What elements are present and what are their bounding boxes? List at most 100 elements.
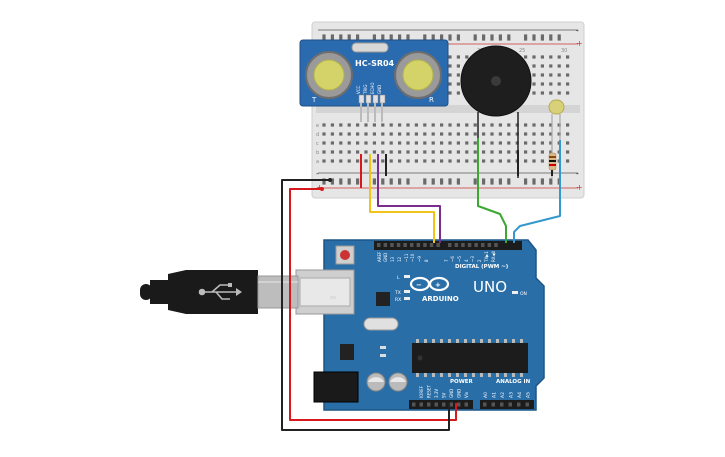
analog-header-pin[interactable] [500,402,504,407]
rail-hole[interactable] [339,34,343,38]
breadboard-hole[interactable] [524,132,528,136]
breadboard-hole[interactable] [482,141,486,145]
analog-header-pin[interactable] [517,402,521,407]
breadboard-hole[interactable] [356,132,360,136]
breadboard-hole[interactable] [398,123,402,127]
rail-hole[interactable] [482,34,486,38]
breadboard-hole[interactable] [423,159,427,163]
rail-hole[interactable] [356,34,360,38]
breadboard-hole[interactable] [440,141,444,145]
breadboard-hole[interactable] [414,141,418,145]
breadboard-hole[interactable] [566,82,570,86]
breadboard-hole[interactable] [364,132,368,136]
rail-hole[interactable] [498,34,502,38]
header-pin[interactable] [396,243,401,247]
breadboard-hole[interactable] [549,55,553,59]
breadboard-hole[interactable] [456,141,460,145]
breadboard-hole[interactable] [364,159,368,163]
breadboard-hole[interactable] [431,123,435,127]
rail-hole[interactable] [456,34,460,38]
header-pin[interactable] [467,243,472,247]
breadboard-hole[interactable] [372,132,376,136]
breadboard-hole[interactable] [398,150,402,154]
rail-hole[interactable] [322,37,326,41]
breadboard-hole[interactable] [448,123,452,127]
rail-hole[interactable] [339,181,343,185]
rail-hole[interactable] [356,37,360,41]
rail-hole[interactable] [473,178,477,182]
rail-hole[interactable] [322,34,326,38]
breadboard-hole[interactable] [322,141,326,145]
breadboard-hole[interactable] [515,132,519,136]
breadboard-hole[interactable] [465,150,469,154]
breadboard-hole[interactable] [414,159,418,163]
breadboard-hole[interactable] [372,141,376,145]
rail-hole[interactable] [490,37,494,41]
breadboard-hole[interactable] [448,132,452,136]
breadboard-hole[interactable] [372,150,376,154]
rail-hole[interactable] [330,178,334,182]
power-header-pin[interactable] [419,402,424,407]
analog-header-pin[interactable] [508,402,513,407]
breadboard-hole[interactable] [322,150,326,154]
breadboard-hole[interactable] [364,150,368,154]
header-pin[interactable] [429,243,434,247]
breadboard-hole[interactable] [549,91,553,95]
breadboard-hole[interactable] [381,123,385,127]
breadboard-hole[interactable] [339,150,343,154]
breadboard-hole[interactable] [532,141,536,145]
breadboard-hole[interactable] [566,64,570,68]
rail-hole[interactable] [524,34,528,38]
rail-hole[interactable] [482,178,486,182]
breadboard-hole[interactable] [507,132,511,136]
header-pin[interactable] [474,243,478,247]
rail-hole[interactable] [540,37,544,41]
rail-hole[interactable] [330,34,334,38]
breadboard-hole[interactable] [540,132,544,136]
breadboard-hole[interactable] [498,132,502,136]
rail-hole[interactable] [431,37,435,41]
rail-hole[interactable] [524,37,528,41]
breadboard-hole[interactable] [557,64,561,68]
breadboard-hole[interactable] [498,150,502,154]
breadboard-hole[interactable] [557,91,561,95]
rail-hole[interactable] [339,37,343,41]
rail-hole[interactable] [347,181,351,185]
rail-hole[interactable] [440,178,444,182]
rail-hole[interactable] [423,37,427,41]
breadboard-hole[interactable] [448,82,452,86]
breadboard-hole[interactable] [549,141,553,145]
rail-hole[interactable] [456,181,460,185]
breadboard-hole[interactable] [356,159,360,163]
rail-hole[interactable] [431,178,435,182]
breadboard-hole[interactable] [557,123,561,127]
rail-hole[interactable] [532,178,536,182]
rail-hole[interactable] [549,181,553,185]
breadboard-hole[interactable] [490,132,494,136]
breadboard-hole[interactable] [532,82,536,86]
breadboard-hole[interactable] [540,150,544,154]
power-header-pin[interactable] [442,402,446,407]
breadboard-hole[interactable] [440,159,444,163]
breadboard-hole[interactable] [540,73,544,77]
breadboard-hole[interactable] [347,123,351,127]
rail-hole[interactable] [398,181,402,185]
breadboard-hole[interactable] [398,159,402,163]
rail-hole[interactable] [498,37,502,41]
breadboard-hole[interactable] [515,123,519,127]
breadboard-hole[interactable] [557,73,561,77]
breadboard-hole[interactable] [456,64,460,68]
breadboard-hole[interactable] [540,91,544,95]
breadboard-hole[interactable] [356,150,360,154]
breadboard-hole[interactable] [498,123,502,127]
rail-hole[interactable] [347,37,351,41]
rail-hole[interactable] [389,34,393,38]
breadboard-hole[interactable] [566,159,570,163]
breadboard-hole[interactable] [557,82,561,86]
rail-hole[interactable] [448,178,452,182]
breadboard-hole[interactable] [364,123,368,127]
breadboard-hole[interactable] [356,123,360,127]
rail-hole[interactable] [448,37,452,41]
breadboard-hole[interactable] [456,159,460,163]
breadboard-hole[interactable] [381,132,385,136]
